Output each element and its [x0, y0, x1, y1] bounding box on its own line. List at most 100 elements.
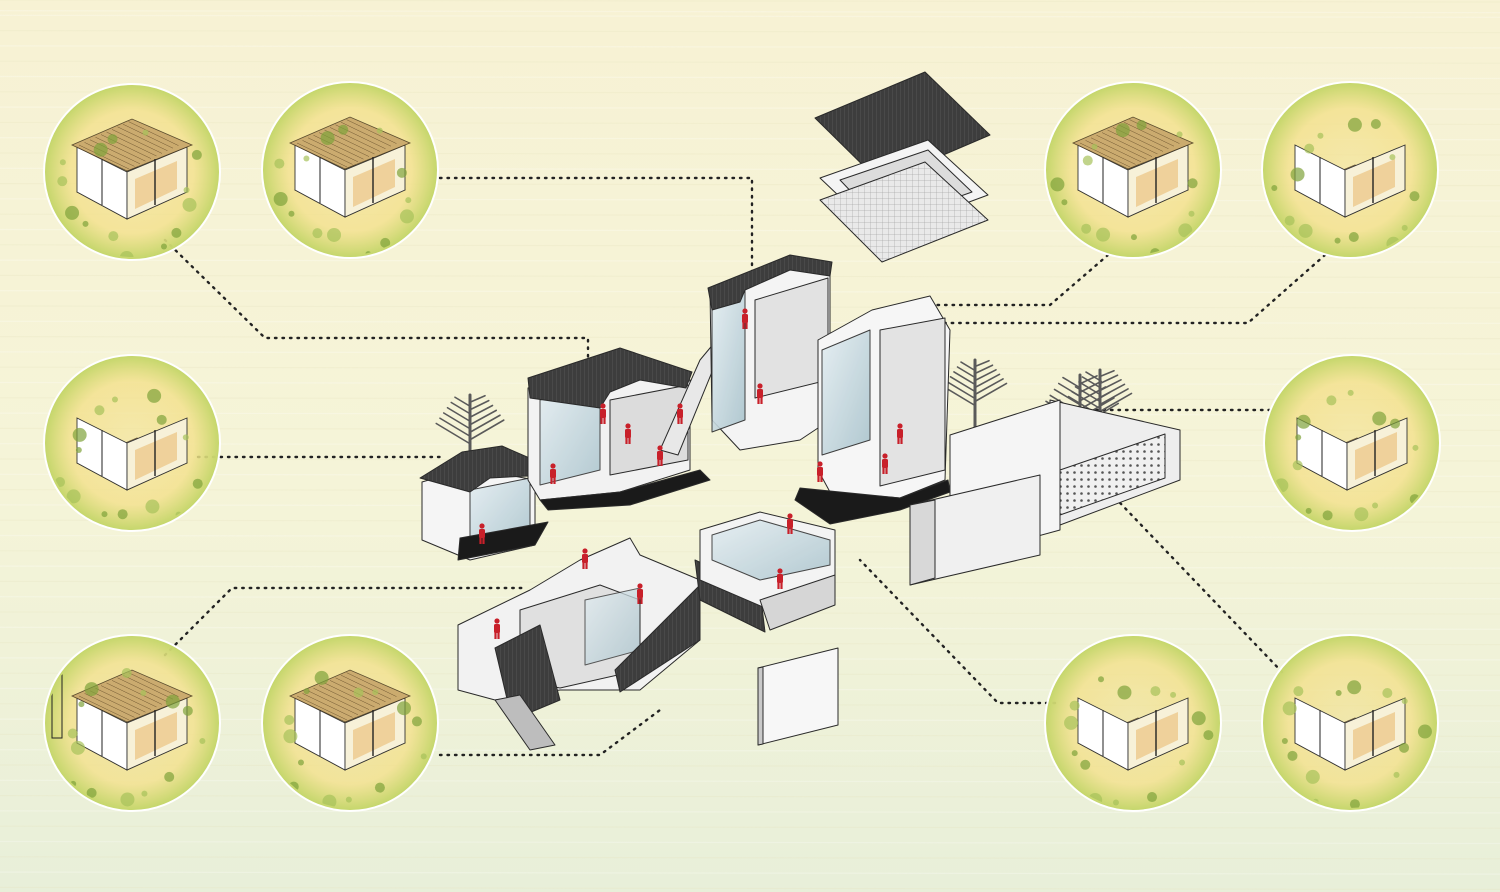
vignette-foliage	[1096, 227, 1111, 242]
vignette-foliage	[1179, 759, 1186, 766]
vignette-foliage	[1147, 792, 1158, 803]
vignette-foliage	[1354, 507, 1369, 522]
leader-line-bottom-left-inner	[438, 708, 662, 757]
vignette-scene	[1064, 676, 1214, 807]
lower-left-roof-panel	[614, 584, 701, 693]
vignette-foliage	[1178, 223, 1193, 238]
vignette-foliage	[1401, 224, 1408, 231]
vignette-top-left-outer[interactable]	[43, 83, 221, 265]
vignette-roof-slat	[78, 695, 130, 721]
background-streak	[0, 137, 1500, 141]
vignette-foliage	[1389, 154, 1396, 161]
vignette-foliage	[66, 489, 81, 504]
vignette-roof-slat	[1090, 137, 1142, 163]
vignette-foliage	[1304, 143, 1315, 154]
vignette-roof-slat	[1079, 142, 1131, 168]
vignette-foliage	[320, 131, 335, 146]
vignette-roof-slat	[1101, 132, 1153, 157]
vignette-bottom-right-inner[interactable]	[1044, 634, 1222, 812]
vignette-foliage	[1417, 724, 1432, 739]
vignette-room-interior	[1136, 712, 1178, 760]
vignette-roof-slat	[346, 672, 397, 697]
person-figure-icon	[600, 403, 606, 424]
tree-icon	[942, 358, 1008, 432]
vignette-foliage	[372, 689, 379, 696]
vignette-bottom-left-outer[interactable]	[43, 628, 221, 812]
background-streak	[0, 121, 1500, 126]
vignette-foliage	[396, 167, 407, 178]
vignette-roof-slat	[84, 693, 135, 718]
vignette-foliage	[1292, 460, 1303, 471]
vignette-foliage	[140, 689, 147, 696]
vignette-foliage	[191, 149, 202, 160]
vignette-mid-left[interactable]	[43, 354, 221, 532]
vignette-foliage	[1298, 223, 1313, 238]
vignette-foliage	[1322, 510, 1333, 521]
vignette-foliage	[1064, 715, 1079, 730]
vignette-room-roof	[71, 669, 194, 723]
person-figures	[479, 308, 903, 639]
background-streak	[0, 840, 1500, 845]
vignette-foliage	[1050, 177, 1065, 192]
background-streak	[0, 198, 1500, 202]
vignette-foliage	[1305, 769, 1320, 784]
vignette-foliage	[411, 716, 422, 727]
vignette-foliage	[314, 670, 329, 685]
vignette-foliage	[1347, 389, 1354, 396]
vignette-foliage	[273, 192, 288, 207]
vignette-foliage	[171, 227, 182, 238]
upper-tower-glass	[711, 289, 746, 433]
vignette-top-left-inner[interactable]	[261, 81, 439, 259]
background-streak	[0, 718, 1500, 722]
background-streak	[0, 489, 1500, 493]
vignette-foliage	[1370, 118, 1381, 129]
vignette-foliage	[1287, 750, 1298, 761]
person-figure-icon	[657, 445, 663, 466]
background-streak	[0, 228, 1500, 233]
vignette-foliage	[117, 509, 128, 520]
vignette-top-right-inner[interactable]	[1044, 81, 1222, 259]
person-figure-icon	[897, 423, 903, 444]
vignette-foliage	[1098, 676, 1105, 683]
background-streak	[0, 825, 1500, 829]
vignette-foliage	[405, 197, 412, 204]
person-figure-icon	[550, 463, 556, 484]
vignette-foliage	[399, 209, 414, 224]
vignette-foliage	[338, 124, 349, 135]
vignette-foliage	[1115, 123, 1130, 138]
vignette-foliage	[1081, 223, 1092, 234]
vignette-scene	[283, 669, 427, 808]
background-streak	[0, 75, 1500, 80]
vignette-roof-slat	[89, 690, 141, 716]
vignette-foliage	[303, 688, 310, 695]
vignette-foliage	[345, 796, 352, 803]
vignette-foliage	[57, 176, 68, 187]
vignette-foliage	[1390, 418, 1401, 429]
lower-left-stair	[494, 694, 556, 751]
vignette-foliage	[1136, 120, 1147, 131]
vignette-top-right-outer[interactable]	[1261, 81, 1439, 259]
vignette-foliage	[165, 694, 180, 709]
vignette-roof-slat	[78, 144, 130, 170]
background-streak	[0, 473, 1500, 477]
lower-right-glass	[711, 519, 831, 581]
vignette-foliage	[86, 787, 97, 798]
vignette-scene	[1274, 389, 1420, 522]
vignette-foliage	[199, 738, 206, 744]
vignette-mid-right[interactable]	[1263, 354, 1441, 532]
person-figure-icon	[677, 403, 683, 424]
background-streak	[0, 213, 1500, 217]
background-streak	[0, 458, 1500, 462]
vignette-bottom-left-inner[interactable]	[261, 634, 439, 812]
roof-grid-plate	[819, 161, 989, 263]
vignette-foliage	[1293, 686, 1304, 697]
vignette-foliage	[93, 142, 108, 157]
vignette-foliage	[65, 205, 80, 220]
vignette-foliage	[297, 759, 304, 766]
vignette-foliage	[119, 250, 134, 257]
vignette-roof-slat	[307, 690, 359, 716]
vignette-foliage	[374, 782, 385, 793]
background-streak	[0, 14, 1500, 18]
background-streak	[0, 60, 1500, 64]
vignette-bottom-right-outer[interactable]	[1261, 634, 1439, 812]
